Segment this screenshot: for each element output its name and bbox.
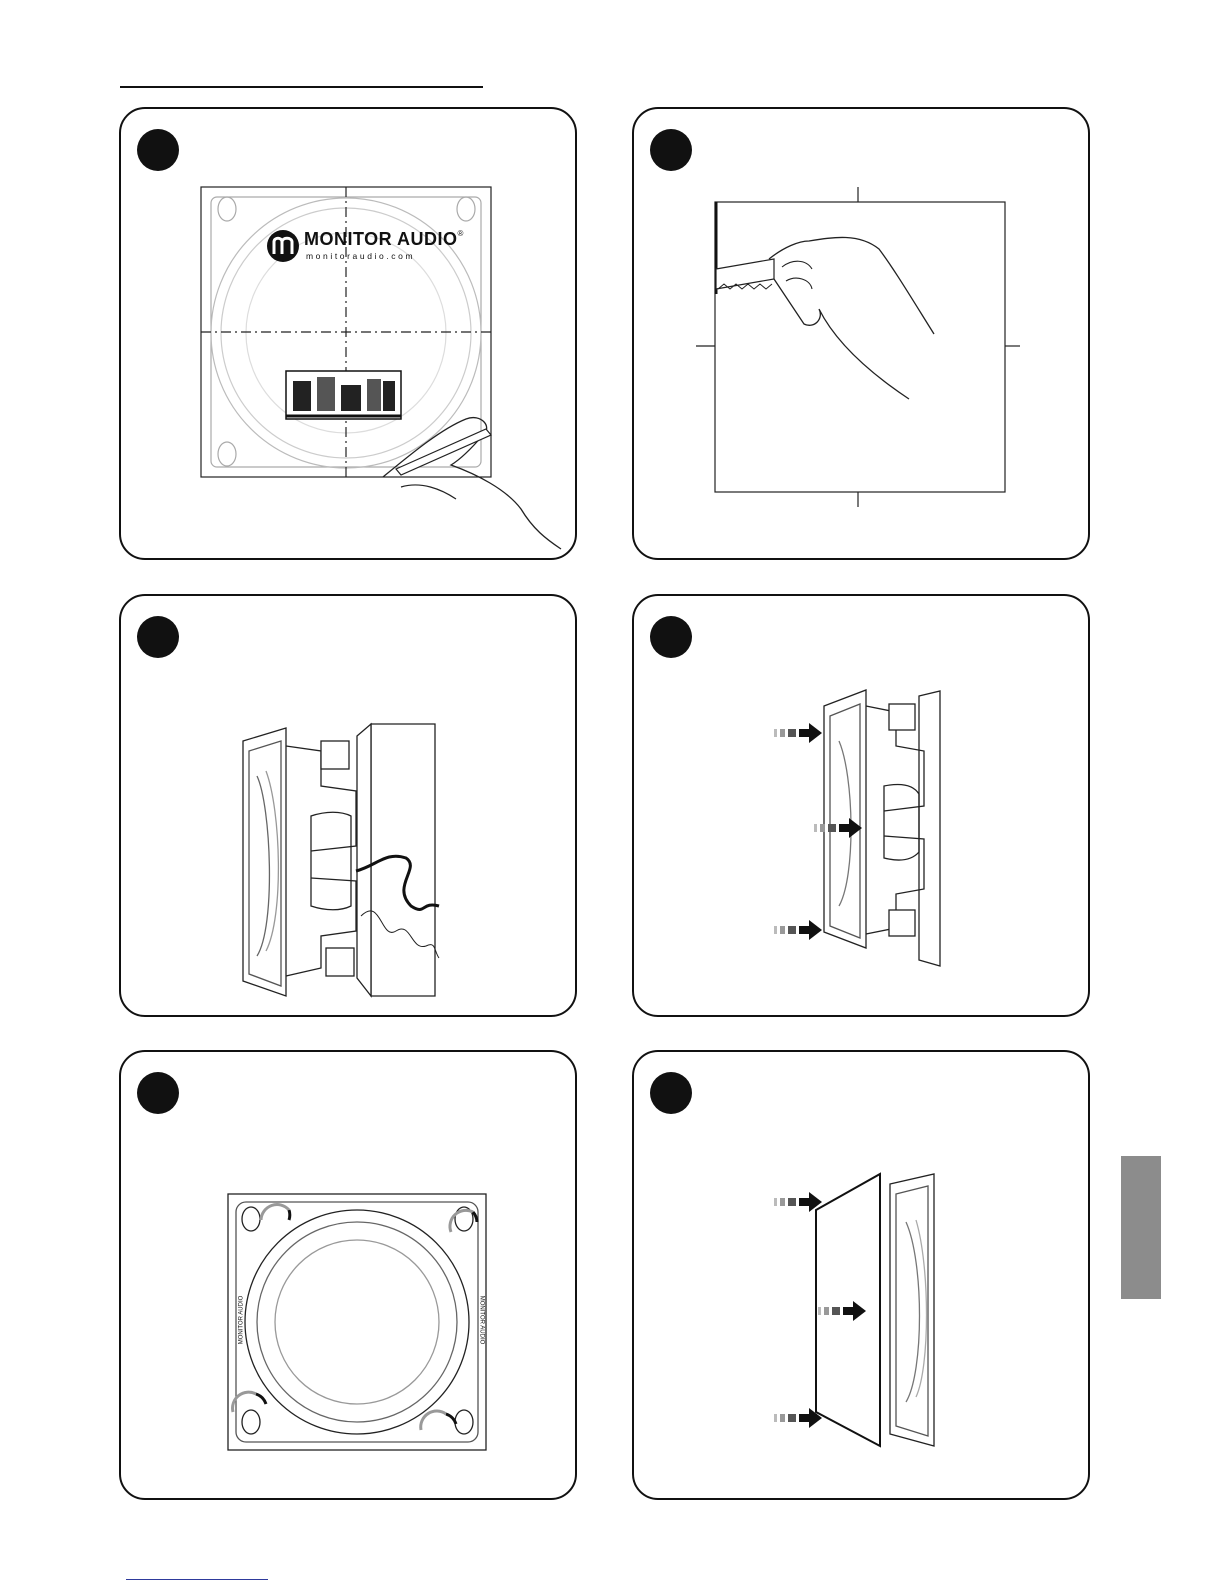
step-panel-1: MONITOR AUDIO® monitoraudio.com bbox=[119, 107, 577, 560]
push-arrow-icon bbox=[774, 723, 822, 743]
brand-name: MONITOR AUDIO bbox=[304, 229, 458, 249]
push-arrow-icon bbox=[774, 920, 822, 940]
frame-brand-label-left: MONITOR AUDIO bbox=[238, 1296, 244, 1345]
section-tab bbox=[1121, 1156, 1161, 1299]
fit-grille-illustration bbox=[634, 1052, 1092, 1502]
brand-logo: MONITOR AUDIO® monitoraudio.com bbox=[266, 227, 431, 267]
brand-mark-icon bbox=[266, 229, 300, 263]
tighten-clamps-illustration bbox=[121, 1052, 579, 1502]
push-arrow-icon bbox=[774, 1408, 822, 1428]
step-panel-2 bbox=[632, 107, 1090, 560]
step-panel-3 bbox=[119, 594, 577, 1017]
brand-url: monitoraudio.com bbox=[306, 251, 415, 261]
connect-cable-illustration bbox=[121, 596, 579, 1019]
insert-speaker-illustration bbox=[634, 596, 1092, 1019]
template-trace-illustration bbox=[121, 109, 579, 562]
step-panel-5: MONITOR AUDIO MONITOR AUDIO bbox=[119, 1050, 577, 1500]
saw-cut-illustration bbox=[634, 109, 1092, 562]
step-panel-4 bbox=[632, 594, 1090, 1017]
push-arrow-icon bbox=[774, 1192, 822, 1212]
step-panel-6 bbox=[632, 1050, 1090, 1500]
registered-mark: ® bbox=[458, 229, 464, 238]
frame-brand-label-right: MONITOR AUDIO bbox=[478, 1296, 484, 1345]
header-rule bbox=[120, 86, 483, 88]
footer-link-rule bbox=[126, 1579, 268, 1580]
